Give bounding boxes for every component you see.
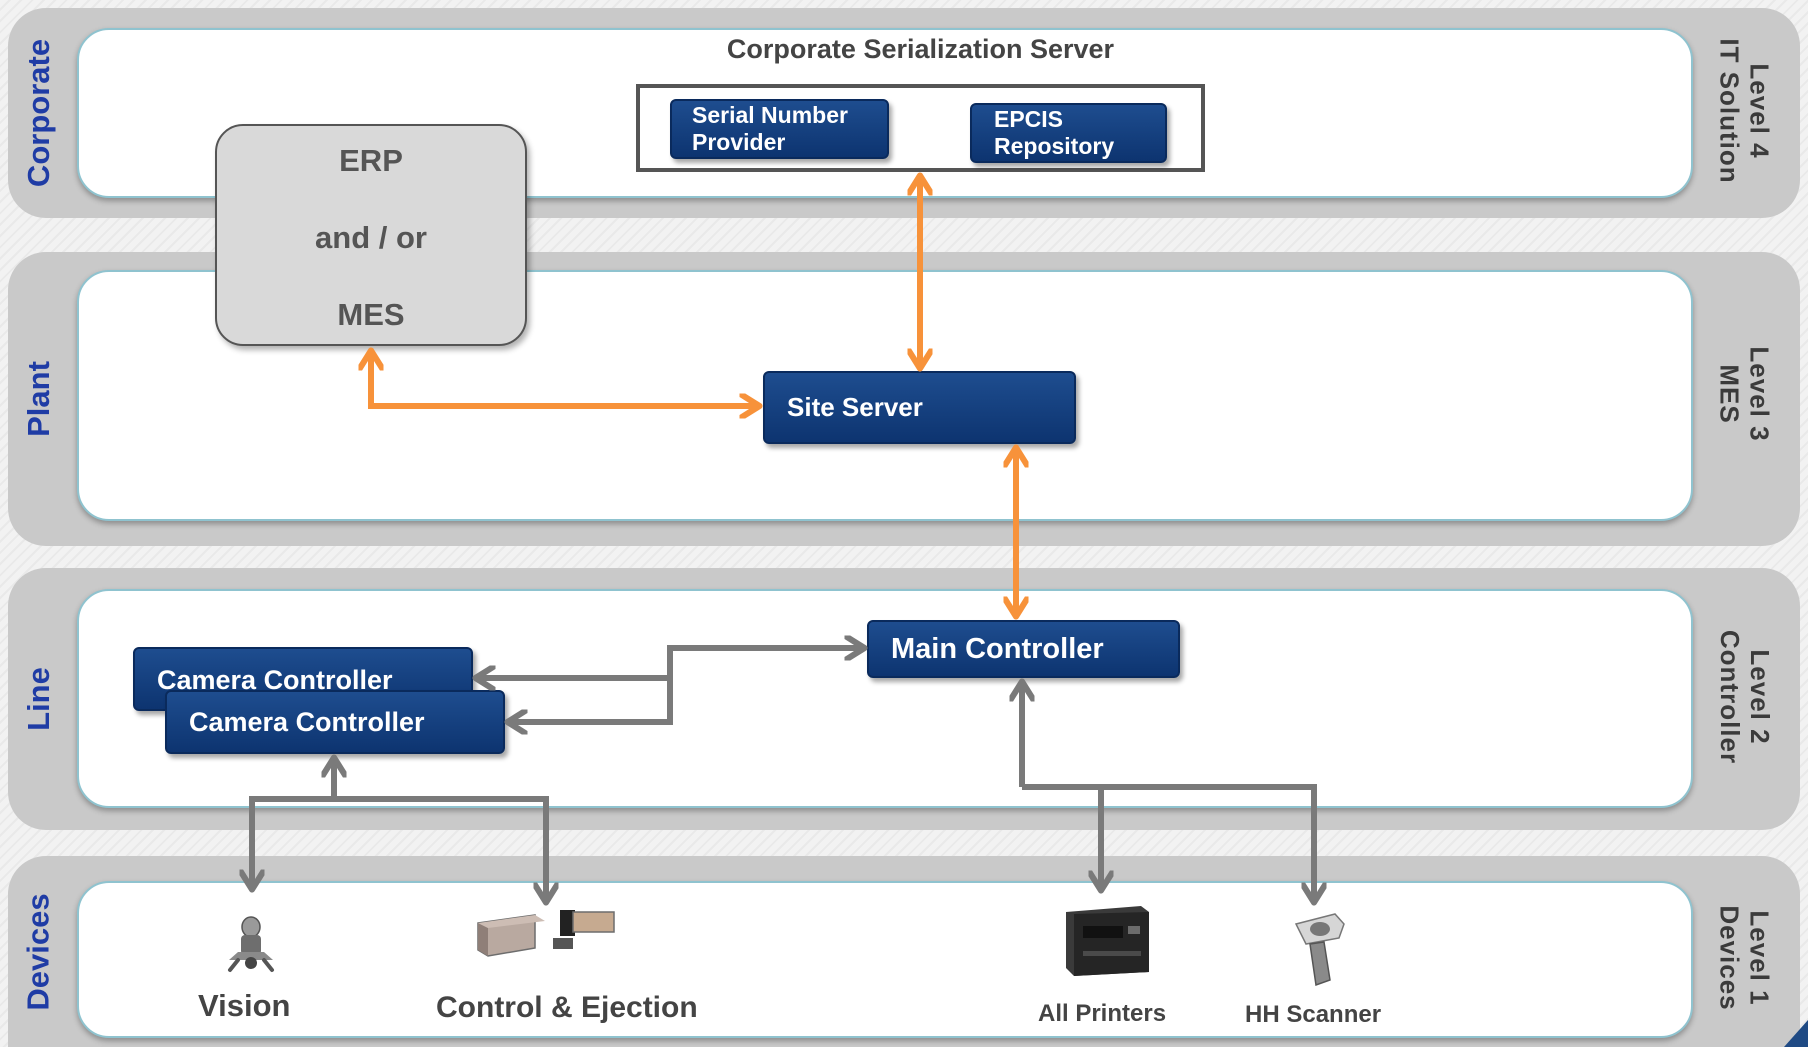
camera-controller-box-front: Camera Controller — [165, 690, 505, 754]
vision-camera-icon — [228, 916, 274, 972]
corner-marker — [1784, 1020, 1808, 1047]
control-ejection-icon — [477, 910, 615, 957]
devices-lane — [77, 881, 1693, 1038]
connector-camera-devices — [252, 796, 546, 900]
hh-scanner-label: HH Scanner — [1245, 1001, 1382, 1028]
printer-icon — [1066, 906, 1149, 976]
main-controller-box: Main Controller — [867, 620, 1180, 678]
connector-camera-main — [667, 648, 862, 678]
all-printers-label: All Printers — [1038, 1000, 1167, 1027]
control-ejection-label: Control & Ejection — [436, 991, 698, 1024]
hh-scanner-icon — [1294, 913, 1345, 987]
vision-label: Vision — [198, 988, 291, 1023]
site-server-box: Site Server — [763, 371, 1076, 444]
connector-main-devices — [1022, 784, 1314, 900]
erp-mes-box: ERP and / or MES — [215, 124, 527, 346]
connector-camera-front — [510, 678, 673, 722]
corporate-server-title: Corporate Serialization Server — [726, 34, 1115, 64]
connector-erp-site — [371, 353, 757, 406]
